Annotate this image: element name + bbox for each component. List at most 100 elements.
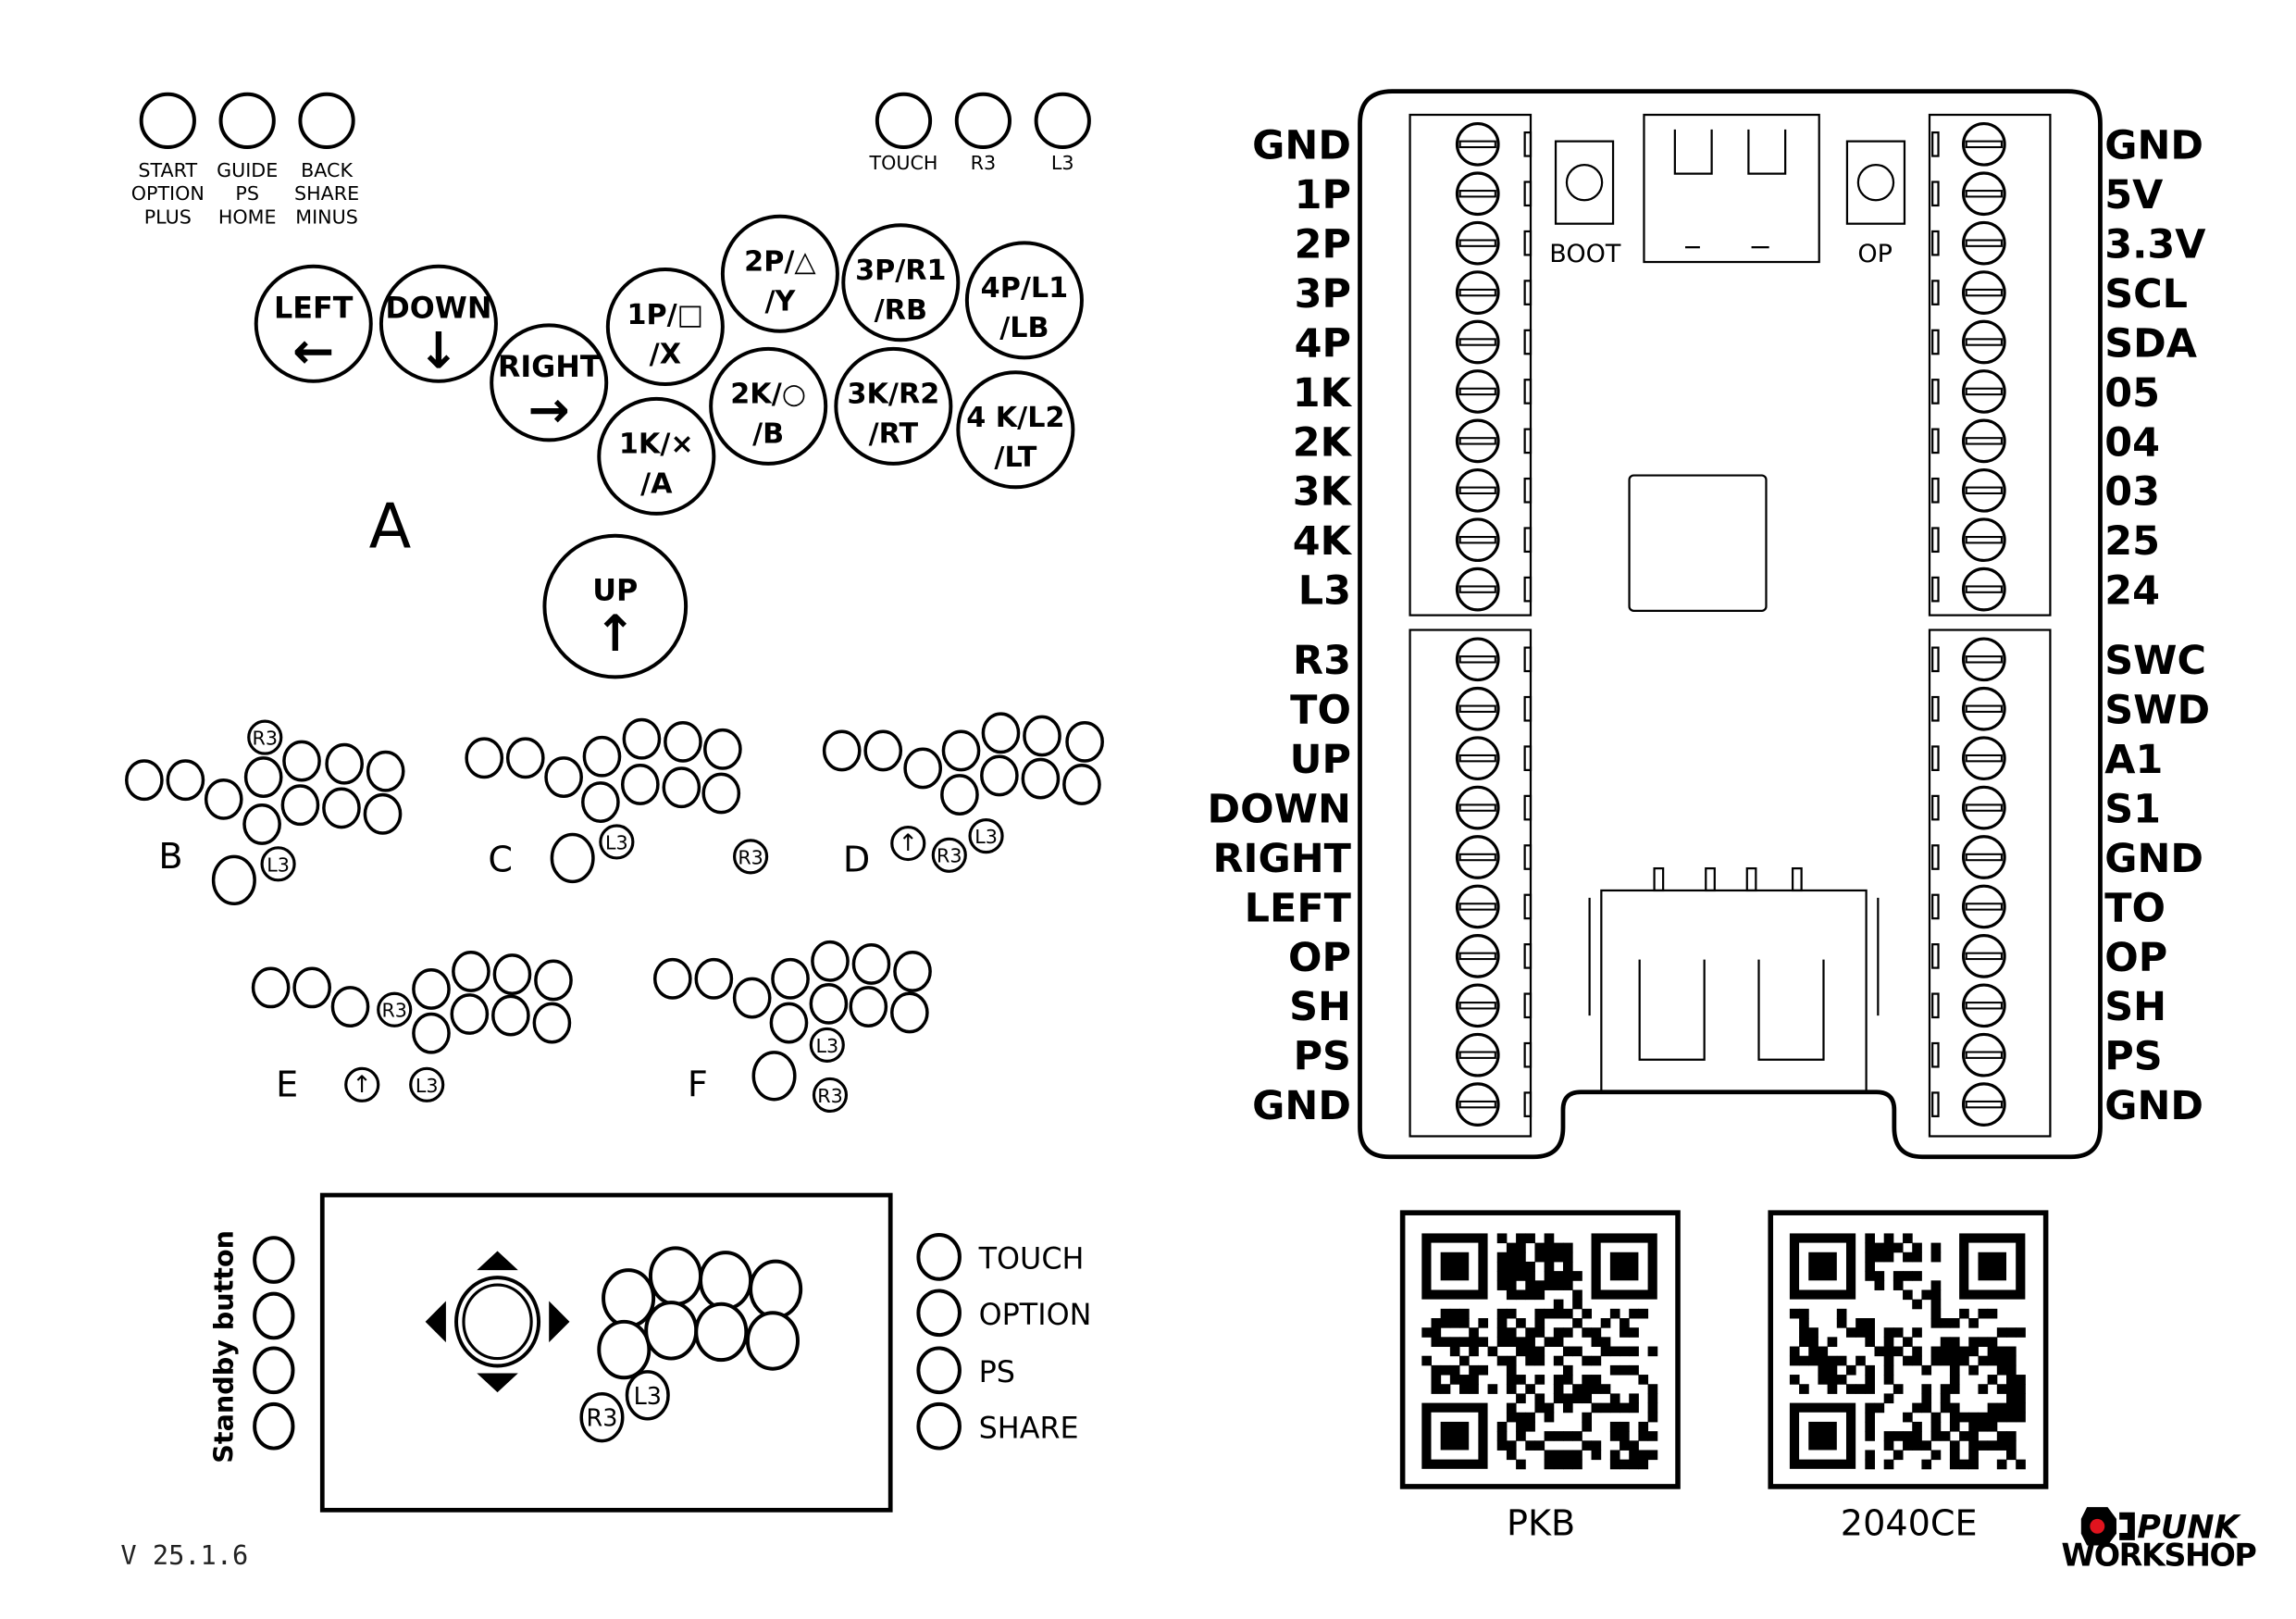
extra-button-label: L3 xyxy=(267,853,290,876)
extra-button-label: L3 xyxy=(634,1382,662,1410)
screw-slot-icon xyxy=(1458,704,1496,713)
layout-button xyxy=(366,750,405,792)
screw-slot-icon xyxy=(1458,853,1496,862)
layout-a-button[interactable] xyxy=(834,346,953,466)
layout-a-button[interactable] xyxy=(720,214,839,333)
qr-code-2040ce[interactable] xyxy=(1768,1210,2049,1489)
side-button[interactable] xyxy=(916,1233,962,1281)
pin-label-right: SDA xyxy=(2104,320,2198,367)
side-button[interactable] xyxy=(916,1289,962,1338)
extra-button-label: R3 xyxy=(381,1000,407,1022)
layout-button xyxy=(534,959,573,1002)
layout-button xyxy=(492,953,532,995)
extra-button xyxy=(260,846,296,882)
top-right-button-r3[interactable] xyxy=(954,92,1011,149)
layout-button xyxy=(251,966,291,1009)
box-button[interactable] xyxy=(644,1301,699,1361)
layout-button xyxy=(412,1012,451,1054)
box-button[interactable] xyxy=(694,1301,749,1363)
pin-label-right: 5V xyxy=(2104,172,2164,218)
terminal-block xyxy=(1409,629,1533,1138)
op-button[interactable] xyxy=(1856,163,1895,202)
pin-tab xyxy=(1931,329,1940,355)
standby-button[interactable] xyxy=(253,1346,295,1395)
screw-slot-icon xyxy=(1965,803,2003,812)
layout-a-button[interactable] xyxy=(379,264,498,383)
layout-a-button[interactable] xyxy=(964,241,1084,360)
layout-a-button[interactable] xyxy=(709,346,828,466)
box-button[interactable] xyxy=(648,1246,703,1306)
screw-slot-icon xyxy=(1965,655,2003,664)
layout-a-button[interactable] xyxy=(490,323,609,442)
layout-button xyxy=(863,729,903,772)
screw-slot-icon xyxy=(1965,1100,2003,1109)
pin-label-left: DOWN xyxy=(1208,786,1351,832)
button-label: OPTION xyxy=(131,182,205,205)
layout-a-button[interactable] xyxy=(841,223,961,342)
layout-button xyxy=(532,1002,572,1044)
version-label: V 25.1.6 xyxy=(120,1539,248,1571)
layout-a-button[interactable] xyxy=(542,533,689,679)
button-circle[interactable] xyxy=(218,92,276,149)
usb-c-port xyxy=(1643,113,1820,264)
pin-label-left: LEFT xyxy=(1245,885,1352,931)
layout-a-button[interactable] xyxy=(254,264,373,383)
box-button[interactable] xyxy=(749,1259,803,1320)
terminal-block xyxy=(1928,113,2052,616)
button-circle[interactable] xyxy=(139,92,196,149)
screw-slot-icon xyxy=(1458,387,1496,396)
screw-slot-icon xyxy=(1458,239,1496,247)
layout-a-button[interactable] xyxy=(605,267,725,386)
layout-button xyxy=(694,957,734,1000)
extra-button xyxy=(599,824,635,860)
layout-button xyxy=(849,986,888,1027)
box-button[interactable] xyxy=(745,1311,800,1371)
standby-button[interactable] xyxy=(253,1291,295,1340)
pin-tab xyxy=(1931,1041,1940,1068)
layout-button xyxy=(941,729,981,772)
layout-button xyxy=(330,986,370,1027)
screw-slot-icon xyxy=(1458,655,1496,664)
button-label: UP xyxy=(592,574,638,608)
layout-button xyxy=(544,756,583,798)
pin-label-left: UP xyxy=(1290,737,1351,783)
layout-button xyxy=(242,803,281,845)
screw-slot-icon xyxy=(1458,190,1496,198)
joystick-ball xyxy=(462,1283,533,1361)
side-button[interactable] xyxy=(916,1346,962,1395)
top-right-button-l3[interactable] xyxy=(1034,92,1091,149)
layout-button xyxy=(550,832,595,884)
button-label: HOME xyxy=(218,206,277,229)
top-right-button-touch[interactable] xyxy=(875,92,933,149)
pin-tab xyxy=(1523,794,1533,821)
button-circle[interactable] xyxy=(298,92,355,149)
button-label: /B xyxy=(752,418,784,451)
box-extra-button xyxy=(579,1391,625,1443)
screw-slot-icon xyxy=(1965,140,2003,149)
layout-button xyxy=(940,774,979,816)
screw-slot-icon xyxy=(1458,585,1496,593)
qr-code-pkb[interactable] xyxy=(1399,1210,1681,1489)
standby-button[interactable] xyxy=(253,1236,295,1284)
boot-button[interactable] xyxy=(1565,163,1604,202)
pin-tab xyxy=(1523,992,1533,1019)
pin-label-left: GND xyxy=(1252,123,1351,169)
layout-button xyxy=(751,1051,797,1102)
side-button-label: TOUCH xyxy=(978,1242,1085,1277)
board-outline xyxy=(1358,89,2103,1160)
screw-slot-icon xyxy=(1965,853,2003,862)
screw-slot-icon xyxy=(1965,753,2003,763)
box-button[interactable] xyxy=(699,1251,753,1311)
box-button[interactable] xyxy=(597,1319,652,1380)
standby-button[interactable] xyxy=(253,1401,295,1451)
box-button[interactable] xyxy=(602,1268,656,1328)
extra-button xyxy=(968,818,1004,854)
layout-button xyxy=(771,957,810,1000)
layout-a-button[interactable] xyxy=(956,370,1075,490)
layout-button xyxy=(452,950,490,992)
pin-label-right: 04 xyxy=(2104,419,2160,466)
layout-a-button[interactable] xyxy=(597,396,716,516)
side-button[interactable] xyxy=(916,1401,962,1451)
extra-button xyxy=(344,1066,380,1102)
